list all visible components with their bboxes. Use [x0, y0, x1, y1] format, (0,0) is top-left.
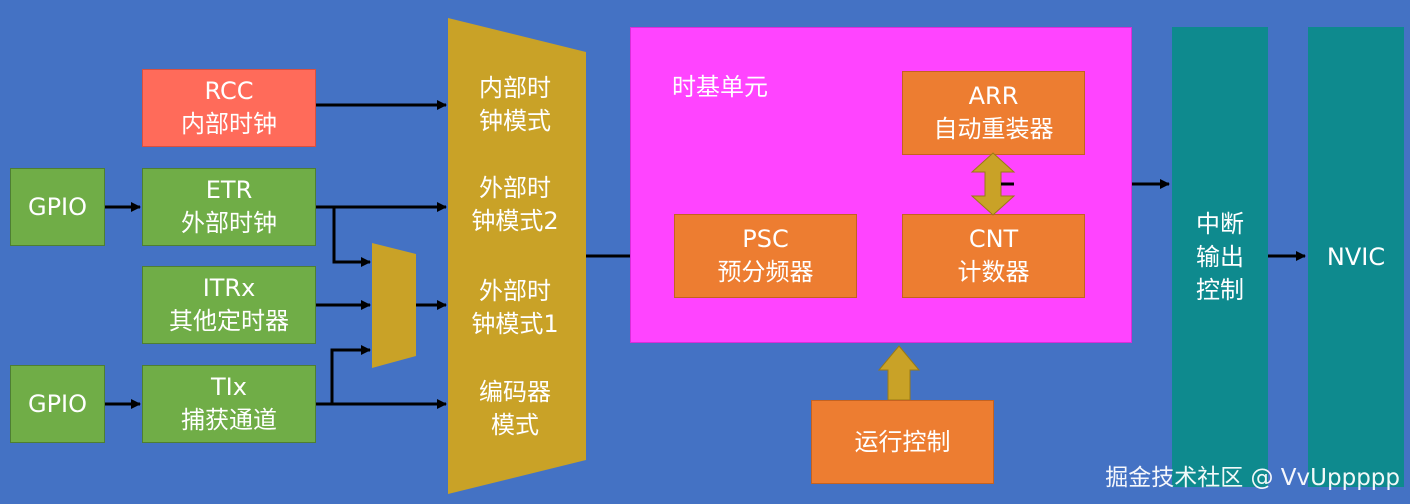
encoder-mode-label: 编码器 模式	[479, 378, 551, 439]
arr-label: ARR	[968, 82, 1019, 110]
arr-auto-reload-box: ARR 自动重装器	[902, 71, 1085, 155]
itrx-other-timer-box: ITRx 其他定时器	[142, 266, 316, 344]
internal-clock-mode-label: 内部时 钟模式	[479, 74, 551, 135]
external-clock-mode2-label: 外部时 钟模式2	[471, 174, 559, 235]
external-clock-mode1-label: 外部时 钟模式1	[471, 277, 559, 338]
arr-sublabel: 自动重装器	[933, 115, 1054, 143]
psc-prescaler-box: PSC 预分频器	[674, 214, 857, 298]
nvic-label: NVIC	[1326, 242, 1386, 271]
psc-sublabel: 预分频器	[717, 258, 814, 286]
etr-label: ETR	[205, 176, 253, 204]
rcc-sublabel: 内部时钟	[181, 110, 277, 138]
cnt-label: CNT	[968, 225, 1019, 253]
cnt-sublabel: 计数器	[957, 258, 1030, 286]
gpio-label: GPIO	[27, 192, 88, 221]
etr-to-mux-arrow	[332, 207, 371, 267]
arr-cnt-double-arrow	[970, 152, 1016, 216]
run-control-box: 运行控制	[811, 400, 994, 484]
tix-label: TIx	[211, 373, 247, 401]
run-control-label: 运行控制	[854, 427, 951, 456]
itrx-sublabel: 其他定时器	[169, 307, 289, 335]
tix-capture-channel-box: TIx 捕获通道	[142, 365, 316, 443]
trigger-mux	[372, 243, 416, 368]
itrx-label: ITRx	[202, 274, 256, 302]
time-base-title: 时基单元	[672, 73, 768, 101]
psc-label: PSC	[742, 225, 789, 253]
tix-sublabel: 捕获通道	[181, 406, 277, 434]
nvic-box: NVIC	[1308, 27, 1404, 487]
interrupt-output-control-box: 中断 输出 控制	[1172, 27, 1268, 487]
rcc-label: RCC	[204, 77, 254, 105]
rcc-internal-clock-box: RCC 内部时钟	[142, 69, 316, 147]
clock-mode-selector	[448, 18, 586, 494]
gpio-label: GPIO	[27, 389, 88, 418]
watermark: 掘金技术社区 @ VvUppppp	[1105, 465, 1400, 491]
etr-sublabel: 外部时钟	[181, 209, 277, 237]
run-control-up-arrow	[877, 345, 921, 401]
gpio-box-etr: GPIO	[10, 168, 105, 246]
etr-external-clock-box: ETR 外部时钟	[142, 168, 316, 246]
gpio-box-tix: GPIO	[10, 365, 105, 443]
cnt-counter-box: CNT 计数器	[902, 214, 1085, 298]
tix-to-mux-arrow	[330, 345, 371, 404]
